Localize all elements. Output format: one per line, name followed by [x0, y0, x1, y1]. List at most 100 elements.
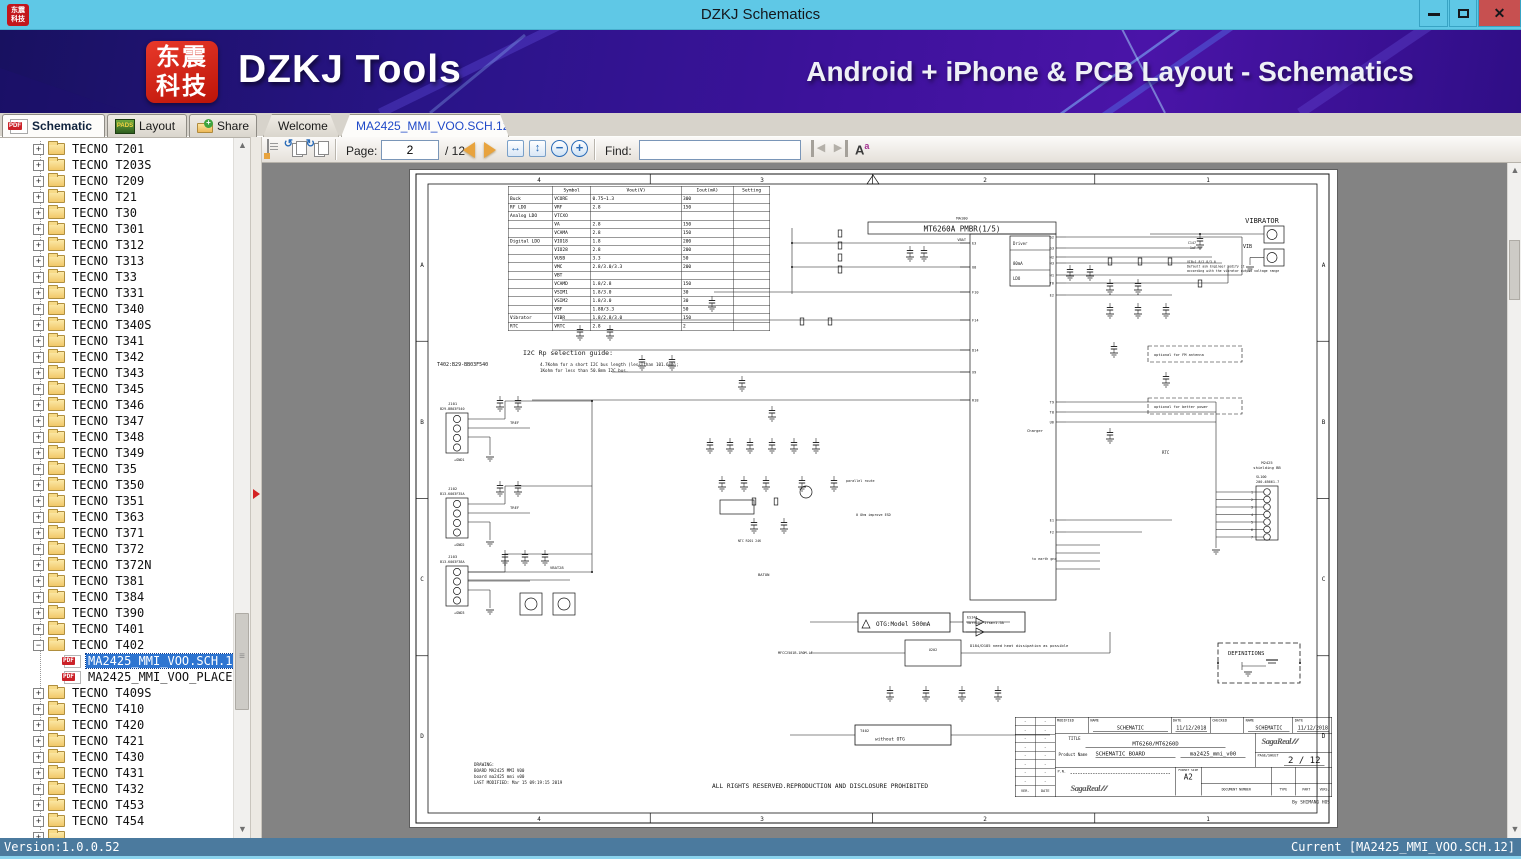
- tree-item[interactable]: +TECNO T363: [0, 509, 233, 525]
- expander-icon[interactable]: +: [33, 527, 44, 539]
- page-number-input[interactable]: [381, 140, 439, 160]
- tree-item[interactable]: +TECNO T340: [0, 301, 233, 317]
- expander-icon[interactable]: +: [33, 303, 44, 315]
- tree-item[interactable]: +TECNO T345: [0, 381, 233, 397]
- expander-icon[interactable]: +: [33, 751, 44, 763]
- previous-page-button[interactable]: [463, 142, 475, 158]
- expander-icon[interactable]: −: [33, 639, 44, 651]
- tree-item[interactable]: +TECNO T331: [0, 285, 233, 301]
- next-page-button[interactable]: [484, 142, 496, 158]
- tree-item[interactable]: +TECNO T390: [0, 605, 233, 621]
- splitter-collapse-icon[interactable]: [253, 489, 260, 499]
- expander-icon[interactable]: +: [33, 447, 44, 459]
- find-previous-button[interactable]: ◀: [811, 140, 828, 157]
- scroll-down-icon[interactable]: ▼: [234, 822, 250, 838]
- tree-item[interactable]: +TECNO T372: [0, 541, 233, 557]
- expander-icon[interactable]: +: [33, 623, 44, 635]
- tab-layout[interactable]: PADS Layout: [107, 114, 187, 137]
- expander-icon[interactable]: +: [33, 159, 44, 171]
- tree-item[interactable]: +TECNO T33: [0, 269, 233, 285]
- tree-item[interactable]: +TECNO T203S: [0, 157, 233, 173]
- tree-item[interactable]: +TECNO T421: [0, 733, 233, 749]
- tree-item[interactable]: +TECNO T301: [0, 221, 233, 237]
- find-next-button[interactable]: ▶: [831, 140, 848, 157]
- expander-icon[interactable]: +: [33, 143, 44, 155]
- expander-icon[interactable]: +: [33, 735, 44, 747]
- close-button[interactable]: ✕: [1478, 0, 1521, 27]
- find-input[interactable]: [639, 140, 801, 160]
- expander-icon[interactable]: +: [33, 431, 44, 443]
- maximize-button[interactable]: [1449, 0, 1477, 27]
- expander-icon[interactable]: +: [33, 287, 44, 299]
- viewer-scrollbar-thumb[interactable]: [1509, 240, 1520, 300]
- tab-welcome[interactable]: Welcome: [263, 114, 339, 137]
- expander-icon[interactable]: +: [33, 799, 44, 811]
- tab-document[interactable]: MA2425_MMI_VOO.SCH.12 x: [341, 114, 509, 137]
- tree-item[interactable]: +TECNO T342: [0, 349, 233, 365]
- tree-item[interactable]: +TECNO T341: [0, 333, 233, 349]
- expander-icon[interactable]: +: [33, 831, 44, 838]
- expander-icon[interactable]: +: [33, 719, 44, 731]
- expander-icon[interactable]: +: [33, 495, 44, 507]
- expander-icon[interactable]: +: [33, 175, 44, 187]
- expander-icon[interactable]: +: [33, 815, 44, 827]
- tree-item[interactable]: +TECNO T35: [0, 461, 233, 477]
- tree-item[interactable]: +TECNO T371: [0, 525, 233, 541]
- tree-item[interactable]: +TECNO T381: [0, 573, 233, 589]
- zoom-in-button[interactable]: +: [571, 140, 588, 157]
- expander-icon[interactable]: +: [33, 767, 44, 779]
- tree-item[interactable]: +TECNO T454: [0, 813, 233, 829]
- minimize-button[interactable]: [1419, 0, 1448, 27]
- tab-share[interactable]: + Share: [189, 114, 257, 137]
- expander-icon[interactable]: +: [33, 223, 44, 235]
- expander-icon[interactable]: +: [33, 511, 44, 523]
- tree-item[interactable]: +TECNO T313: [0, 253, 233, 269]
- tree-item[interactable]: +TECNO T348: [0, 429, 233, 445]
- expander-icon[interactable]: +: [33, 543, 44, 555]
- expander-icon[interactable]: +: [33, 415, 44, 427]
- zoom-out-button[interactable]: −: [551, 140, 568, 157]
- tree-item[interactable]: +TECNO T343: [0, 365, 233, 381]
- expander-icon[interactable]: +: [33, 607, 44, 619]
- tree-item[interactable]: +TECNO T21: [0, 189, 233, 205]
- tab-schematic[interactable]: PDF Schematic: [2, 114, 105, 137]
- expander-icon[interactable]: +: [33, 463, 44, 475]
- tree-item[interactable]: +TECNO T431: [0, 765, 233, 781]
- tree-item[interactable]: +TECNO T349: [0, 445, 233, 461]
- expander-icon[interactable]: +: [33, 703, 44, 715]
- expander-icon[interactable]: +: [33, 351, 44, 363]
- expander-icon[interactable]: +: [33, 271, 44, 283]
- viewer-scroll-down-icon[interactable]: ▼: [1508, 822, 1521, 838]
- expander-icon[interactable]: +: [33, 367, 44, 379]
- tree-item[interactable]: +TECNO T350: [0, 477, 233, 493]
- single-page-view-icon[interactable]: [264, 139, 270, 159]
- fit-page-button[interactable]: ↕: [529, 140, 546, 157]
- tree-item[interactable]: +TECNO T401: [0, 621, 233, 637]
- tree-item[interactable]: +TECNO T201: [0, 141, 233, 157]
- tree-item[interactable]: +TECNO T347: [0, 413, 233, 429]
- scrollbar-thumb[interactable]: [235, 613, 249, 710]
- expander-icon[interactable]: +: [33, 383, 44, 395]
- tree-item[interactable]: +TECNO T372N: [0, 557, 233, 573]
- expander-icon[interactable]: +: [33, 207, 44, 219]
- tree-item[interactable]: +TECNO T409S: [0, 685, 233, 701]
- expander-icon[interactable]: +: [33, 255, 44, 267]
- tree-item[interactable]: +TECNO T30: [0, 205, 233, 221]
- expander-icon[interactable]: +: [33, 191, 44, 203]
- expander-icon[interactable]: +: [33, 399, 44, 411]
- tree-item[interactable]: +TECNO T346: [0, 397, 233, 413]
- tree-item[interactable]: +TECNO T312: [0, 237, 233, 253]
- expander-icon[interactable]: +: [33, 783, 44, 795]
- expander-icon[interactable]: +: [33, 239, 44, 251]
- tree-item[interactable]: +TECNO T430: [0, 749, 233, 765]
- expander-icon[interactable]: +: [33, 479, 44, 491]
- tree-item[interactable]: +TECNO T410: [0, 701, 233, 717]
- match-case-icon[interactable]: Aa: [855, 141, 870, 158]
- expander-icon[interactable]: +: [33, 319, 44, 331]
- tab-close-icon[interactable]: x: [520, 121, 525, 131]
- tree-item[interactable]: +TECNO T432: [0, 781, 233, 797]
- tree-item[interactable]: +TECNO T209: [0, 173, 233, 189]
- expander-icon[interactable]: +: [33, 591, 44, 603]
